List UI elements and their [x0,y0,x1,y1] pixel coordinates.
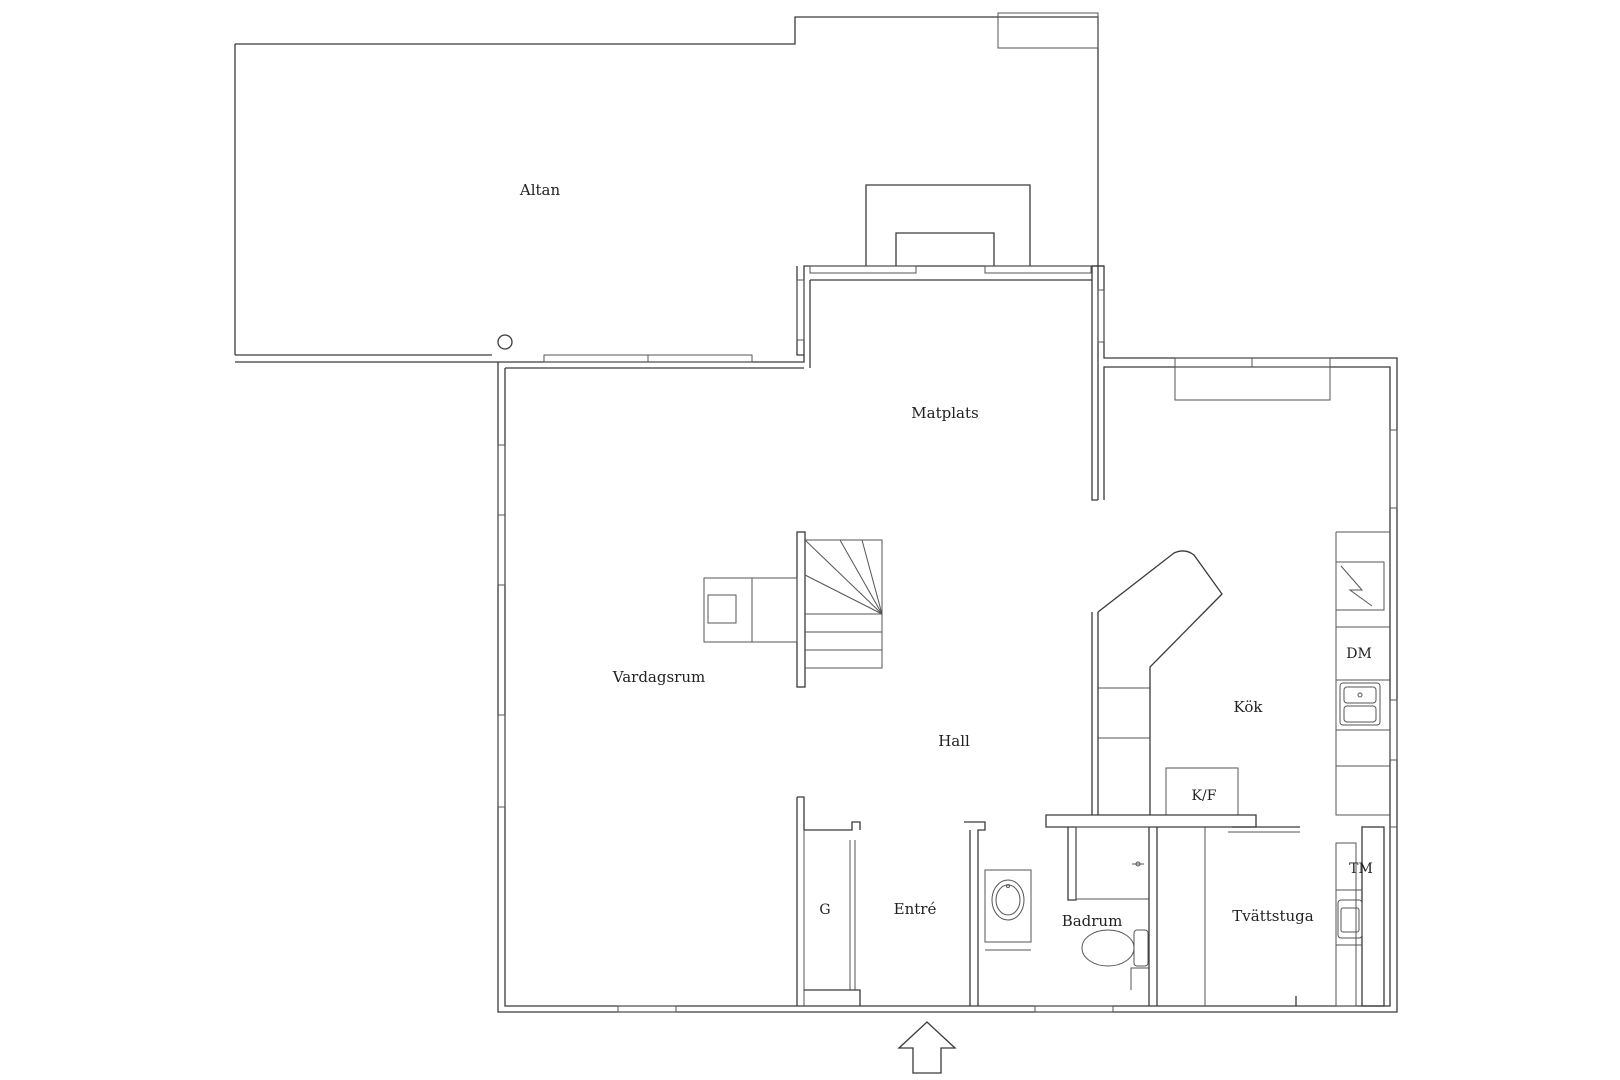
sink-icon [1339,682,1381,726]
stove-icon [1340,565,1373,607]
staircase [703,531,883,688]
windows [497,265,1398,1013]
toilet-icon [1081,929,1135,967]
room-label-matplats: Matplats [911,404,978,422]
outdoor-fireplace [865,184,1031,266]
room-label-hall: Hall [938,732,970,750]
entrance-arrow-icon [897,1021,957,1074]
room-label-tvattstuga: Tvättstuga [1232,907,1313,925]
room-label-entre: Entré [894,900,937,918]
terrace-post-icon [497,334,513,350]
fixture-label-g: G [819,902,830,918]
interior-walls [796,796,1397,1007]
room-label-altan: Altan [519,181,561,199]
room-label-kok: Kök [1234,698,1264,716]
fixture-label-tm: TM [1349,861,1373,877]
fixture-label-kf: K/F [1192,788,1217,804]
room-label-badrum: Badrum [1062,912,1123,930]
room-label-vardagsrum: Vardagsrum [612,668,705,686]
kitchen-island [1091,550,1239,816]
exterior-walls [497,265,1398,1013]
bathroom-sink-icon [991,879,1025,921]
terrace-outline [234,12,1099,363]
kitchen-counter [1335,531,1390,816]
fixture-label-dm: DM [1346,646,1372,662]
kitchen-window-bench [1174,366,1331,401]
